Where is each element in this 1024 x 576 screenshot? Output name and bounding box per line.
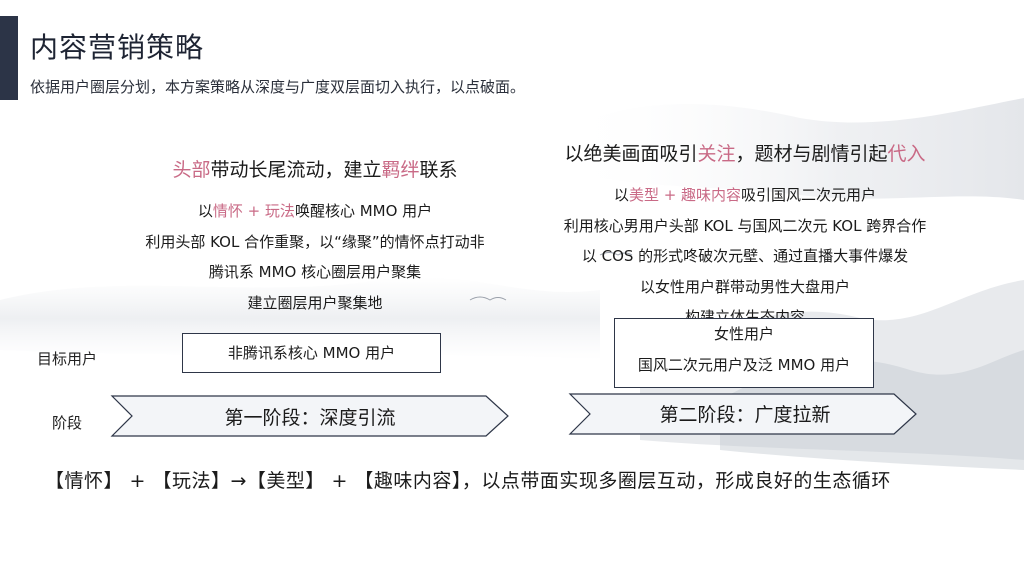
line-text: 唤醒核心 MMO 用户 bbox=[294, 202, 433, 220]
line-highlight: 美型 + 趣味内容 bbox=[628, 186, 742, 204]
summary-line: 【情怀】 + 【玩法】→【美型】 + 【趣味内容】，以点带面实现多圈层互动，形成… bbox=[45, 470, 891, 492]
target-users-line: 女性用户 bbox=[713, 325, 774, 343]
heading-text: 以绝美画面吸引 bbox=[564, 143, 698, 165]
stage-one-text: 第一阶段：深度引流 bbox=[224, 407, 396, 429]
depth-strategy-column: 头部带动长尾流动，建立羁绊联系 以情怀 + 玩法唤醒核心 MMO 用户 利用头部… bbox=[110, 155, 520, 318]
strategy-line: 以美型 + 趣味内容吸引国风二次元用户 bbox=[520, 180, 970, 211]
heading-text: 带动长尾流动，建立 bbox=[210, 159, 382, 181]
strategy-line: 利用核心男用户头部 KOL 与国风二次元 KOL 跨界合作 bbox=[563, 216, 927, 235]
heading-highlight: 关注 bbox=[697, 143, 736, 165]
target-users-box-second: 女性用户 国风二次元用户及泛 MMO 用户 bbox=[614, 318, 874, 388]
stage-two-text: 第二阶段：广度拉新 bbox=[659, 404, 831, 426]
strategy-line: 利用头部 KOL 合作重聚，以“缘聚”的情怀点打动非 bbox=[145, 232, 485, 251]
heading-highlight: 羁绊 bbox=[381, 159, 420, 181]
depth-strategy-heading: 头部带动长尾流动，建立羁绊联系 bbox=[110, 155, 520, 182]
heading-highlight: 头部 bbox=[172, 159, 211, 181]
line-highlight: 情怀 + 玩法 bbox=[212, 202, 295, 220]
line-text: 以 bbox=[197, 202, 213, 220]
strategy-line: 以情怀 + 玩法唤醒核心 MMO 用户 bbox=[110, 196, 520, 227]
heading-text: ，题材与剧情引起 bbox=[735, 143, 888, 165]
strategy-line: 以 COS 的形式咚破次元壁、通过直播大事件爆发 bbox=[581, 247, 909, 265]
target-users-box-first: 非腾讯系核心 MMO 用户 bbox=[182, 333, 441, 373]
stage-label: 阶段 bbox=[52, 414, 83, 432]
line-text: 以 bbox=[613, 186, 629, 204]
heading-text: 联系 bbox=[419, 159, 458, 181]
target-users-line: 国风二次元用户及泛 MMO 用户 bbox=[637, 356, 851, 374]
page-title: 内容营销策略 bbox=[30, 31, 205, 64]
strategy-line: 腾讯系 MMO 核心圈层用户聚集 bbox=[208, 263, 422, 281]
stage-two-arrow bbox=[568, 393, 917, 435]
strategy-line: 以女性用户群带动男性大盘用户 bbox=[639, 277, 850, 296]
page-subtitle: 依据用户圈层分划，本方案策略从深度与广度双层面切入执行，以点破面。 bbox=[30, 78, 526, 96]
title-accent-bar bbox=[0, 16, 18, 100]
strategy-line: 建立圈层用户聚集地 bbox=[247, 293, 383, 312]
target-users-label: 目标用户 bbox=[37, 350, 98, 368]
line-text: 吸引国风二次元用户 bbox=[741, 186, 877, 204]
breadth-strategy-column: 以绝美画面吸引关注，题材与剧情引起代入 以美型 + 趣味内容吸引国风二次元用户 … bbox=[520, 139, 970, 333]
heading-highlight: 代入 bbox=[887, 143, 926, 165]
breadth-strategy-heading: 以绝美画面吸引关注，题材与剧情引起代入 bbox=[520, 139, 970, 166]
stage-one-arrow bbox=[110, 395, 509, 437]
